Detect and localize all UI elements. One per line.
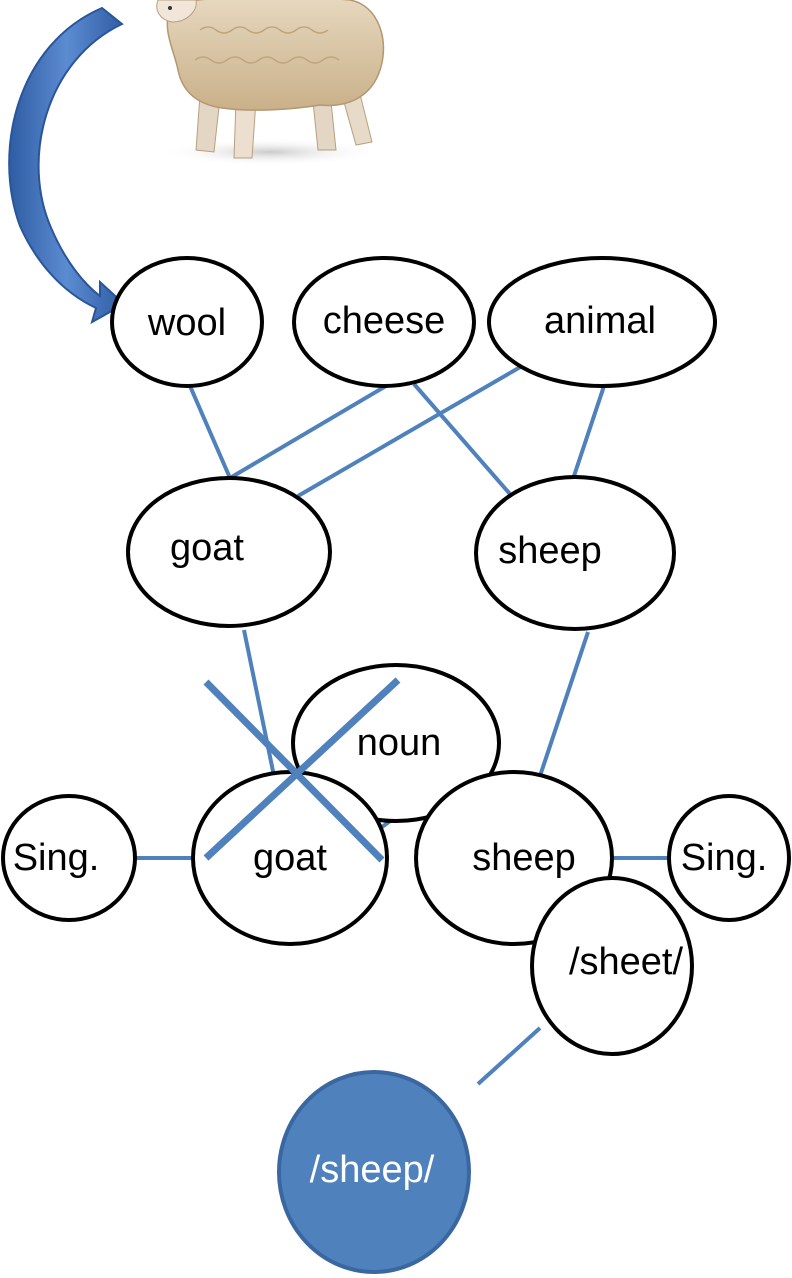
node-wool-label: wool	[147, 302, 226, 344]
node-goat-concept: goat	[126, 476, 332, 628]
link-sheetform-sheepform	[476, 1026, 542, 1086]
node-sheet-form: /sheet/	[530, 876, 694, 1056]
node-cheese: cheese	[292, 256, 476, 388]
node-animal-label: animal	[544, 300, 656, 342]
node-noun-label: noun	[357, 722, 442, 764]
link-animal-sheep	[572, 385, 606, 477]
node-goat-word: goat	[191, 770, 389, 946]
node-sing-right: Sing.	[667, 794, 791, 922]
node-sheep-form: /sheep/	[277, 1070, 471, 1274]
node-sing-left-label: Sing.	[13, 837, 100, 879]
link-animal-goat	[296, 364, 524, 498]
node-sheep-word-label: sheep	[472, 837, 576, 879]
node-animal: animal	[487, 256, 717, 388]
node-noun: noun	[291, 663, 501, 823]
cross-out-icon	[203, 677, 401, 863]
link-cheese-sheep	[412, 382, 512, 496]
node-goat-word-label: goat	[253, 837, 327, 879]
node-sheep-concept-label: sheep	[498, 530, 602, 572]
link-cheese-goat	[228, 384, 388, 480]
node-sheep-concept: sheep	[474, 475, 676, 631]
node-sing-left: Sing.	[1, 794, 137, 922]
node-sheet-form-label: /sheet/	[569, 941, 684, 983]
link-wool-goat	[188, 385, 232, 479]
node-goat-concept-label: goat	[170, 527, 244, 569]
curved-arrow-icon	[8, 6, 126, 325]
sheep-photo	[156, 0, 385, 166]
node-wool: wool	[110, 256, 264, 388]
node-sheep-form-label: /sheep/	[310, 1149, 435, 1191]
node-sing-right-label: Sing.	[681, 837, 768, 879]
node-cheese-label: cheese	[323, 300, 446, 342]
